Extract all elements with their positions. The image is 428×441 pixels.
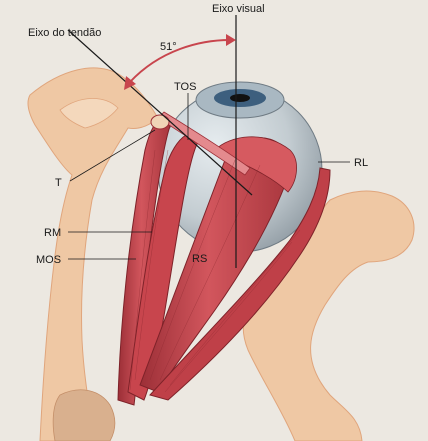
label-rs: RS xyxy=(192,253,207,265)
angle-arrow-left xyxy=(124,76,136,90)
label-rm: RM xyxy=(44,227,61,239)
angle-arc xyxy=(129,39,231,83)
muscle-rs-insertion xyxy=(214,136,297,193)
muscle-striations xyxy=(129,149,301,393)
orbit-bone-bottom-left xyxy=(52,389,116,441)
tendon-axis-line xyxy=(67,29,253,196)
pupil xyxy=(230,94,250,102)
label-angle: 51° xyxy=(160,41,177,53)
label-tos: TOS xyxy=(174,81,196,93)
orbit-bone-left xyxy=(27,67,159,441)
label-visual-axis: Eixo visual xyxy=(212,3,265,15)
label-mos: MOS xyxy=(36,254,61,266)
leader-t xyxy=(69,129,156,182)
label-t: T xyxy=(55,177,62,189)
trochlea xyxy=(150,114,170,130)
label-tendon-axis: Eixo do tendão xyxy=(28,27,101,39)
muscle-rl xyxy=(149,167,331,401)
label-rl: RL xyxy=(354,157,368,169)
orbit-bone-left-inner xyxy=(59,98,119,129)
angle-arrow-right xyxy=(226,34,236,46)
